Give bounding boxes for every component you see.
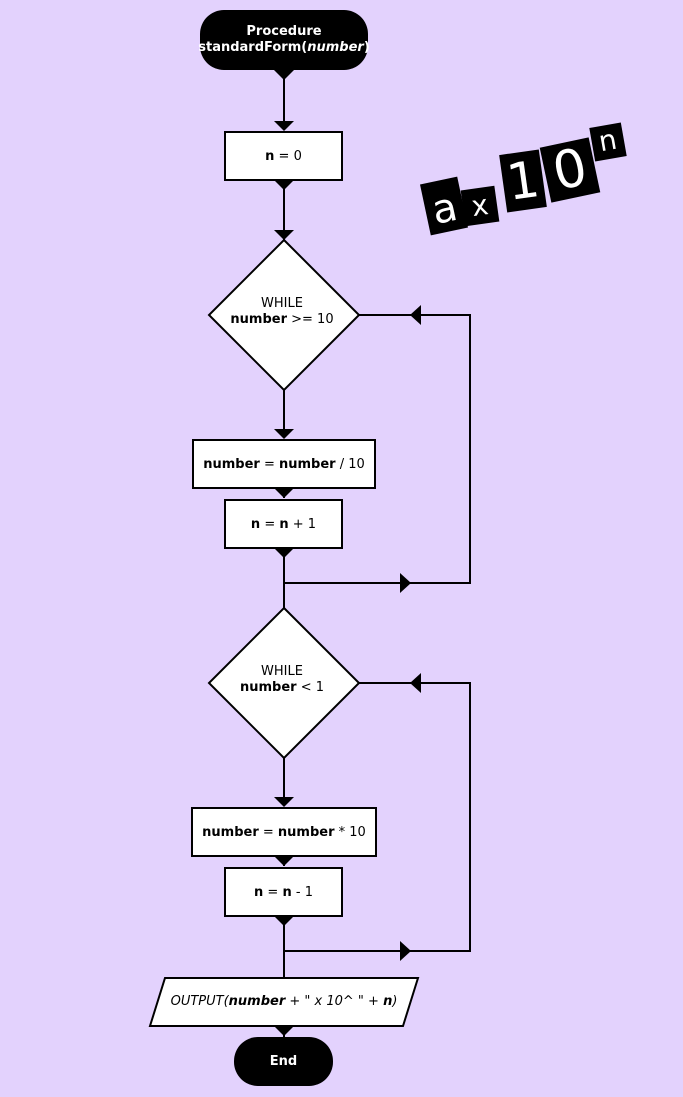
arrowhead xyxy=(274,429,294,439)
dec-eq: = xyxy=(263,884,283,900)
start-param: number xyxy=(307,40,364,55)
loop1-cond: >= 10 xyxy=(287,312,334,327)
decrement-process: n = n - 1 xyxy=(224,867,343,917)
inc-left: n xyxy=(250,516,261,532)
arrowhead xyxy=(274,856,294,866)
multiply-process: number = number * 10 xyxy=(191,807,377,857)
standard-form-logo: a x 1 0 n xyxy=(420,120,640,250)
inc-right: n xyxy=(279,516,289,532)
output-mid: + " x 10^ " + xyxy=(285,994,384,1009)
arrowhead xyxy=(274,180,294,190)
loop2-cond: < 1 xyxy=(296,680,325,695)
arrowhead xyxy=(274,797,294,807)
loop2-diamond xyxy=(207,606,361,760)
loop1-expression: number >= 10 xyxy=(207,312,357,328)
multiply-left: number xyxy=(202,824,259,840)
loop2-var: number xyxy=(239,680,297,695)
logo-digit-zero: 0 xyxy=(547,137,593,203)
arrowhead xyxy=(400,573,411,593)
logo-letter-a: a xyxy=(427,183,462,234)
divide-eq: = xyxy=(259,456,279,472)
end-terminal: End xyxy=(234,1037,333,1086)
logo-tile-a: a xyxy=(420,176,468,236)
logo-letter-n: n xyxy=(596,122,620,158)
output-label: OUTPUT(number + " x 10^ " + n) xyxy=(150,994,418,1009)
arrowhead xyxy=(410,673,421,693)
loop2-keyword: WHILE xyxy=(261,664,303,679)
logo-tile-n: n xyxy=(589,122,627,162)
arrowhead xyxy=(274,121,294,131)
start-signature-suffix: ) xyxy=(363,40,370,55)
inc-eq: = xyxy=(260,516,280,532)
logo-digit-one: 1 xyxy=(503,150,543,212)
divide-op: / 10 xyxy=(335,456,365,472)
arrowhead xyxy=(400,941,411,961)
dec-left: n xyxy=(254,884,264,900)
logo-letter-x: x xyxy=(469,187,491,223)
arrowhead xyxy=(274,916,294,926)
arrowhead xyxy=(274,70,294,80)
output-parallelogram xyxy=(148,977,420,1027)
loop1-diamond xyxy=(207,238,361,392)
loop1-var: number xyxy=(230,312,287,327)
dec-right: n xyxy=(282,884,292,900)
output-var1: number xyxy=(228,994,286,1009)
arrowhead xyxy=(274,230,294,240)
arrowhead xyxy=(410,305,421,325)
start-title: Procedure xyxy=(246,24,322,39)
loop2-expression: number < 1 xyxy=(207,680,357,696)
loop1-keyword: WHILE xyxy=(261,296,303,311)
logo-tile-x: x xyxy=(460,185,500,227)
init-op: = 0 xyxy=(274,148,302,164)
divide-left: number xyxy=(203,456,260,472)
logo-tile-one: 1 xyxy=(499,149,547,213)
init-process: n = 0 xyxy=(224,131,343,181)
inc-op: + 1 xyxy=(288,516,317,532)
loop1-condition: WHILE number >= 10 xyxy=(207,296,357,328)
multiply-eq: = xyxy=(258,824,278,840)
divide-right: number xyxy=(278,456,336,472)
multiply-right: number xyxy=(277,824,335,840)
dec-op: - 1 xyxy=(291,884,313,900)
start-signature-prefix: standardForm( xyxy=(198,40,308,55)
arrowhead xyxy=(274,548,294,558)
multiply-op: * 10 xyxy=(334,824,366,840)
output-var2: n xyxy=(383,994,393,1009)
loop2-condition: WHILE number < 1 xyxy=(207,664,357,696)
output-prefix: OUTPUT( xyxy=(170,994,229,1009)
arrowhead xyxy=(274,1026,294,1036)
divide-process: number = number / 10 xyxy=(192,439,376,489)
increment-process: n = n + 1 xyxy=(224,499,343,549)
start-signature: standardForm(number) xyxy=(198,40,370,56)
output-suffix: ) xyxy=(392,994,398,1009)
logo-tile-zero: 0 xyxy=(539,137,601,203)
end-label: End xyxy=(269,1053,298,1069)
init-var: n xyxy=(265,148,275,164)
arrowhead xyxy=(274,488,294,498)
start-terminal: Procedure standardForm(number) xyxy=(198,10,370,70)
